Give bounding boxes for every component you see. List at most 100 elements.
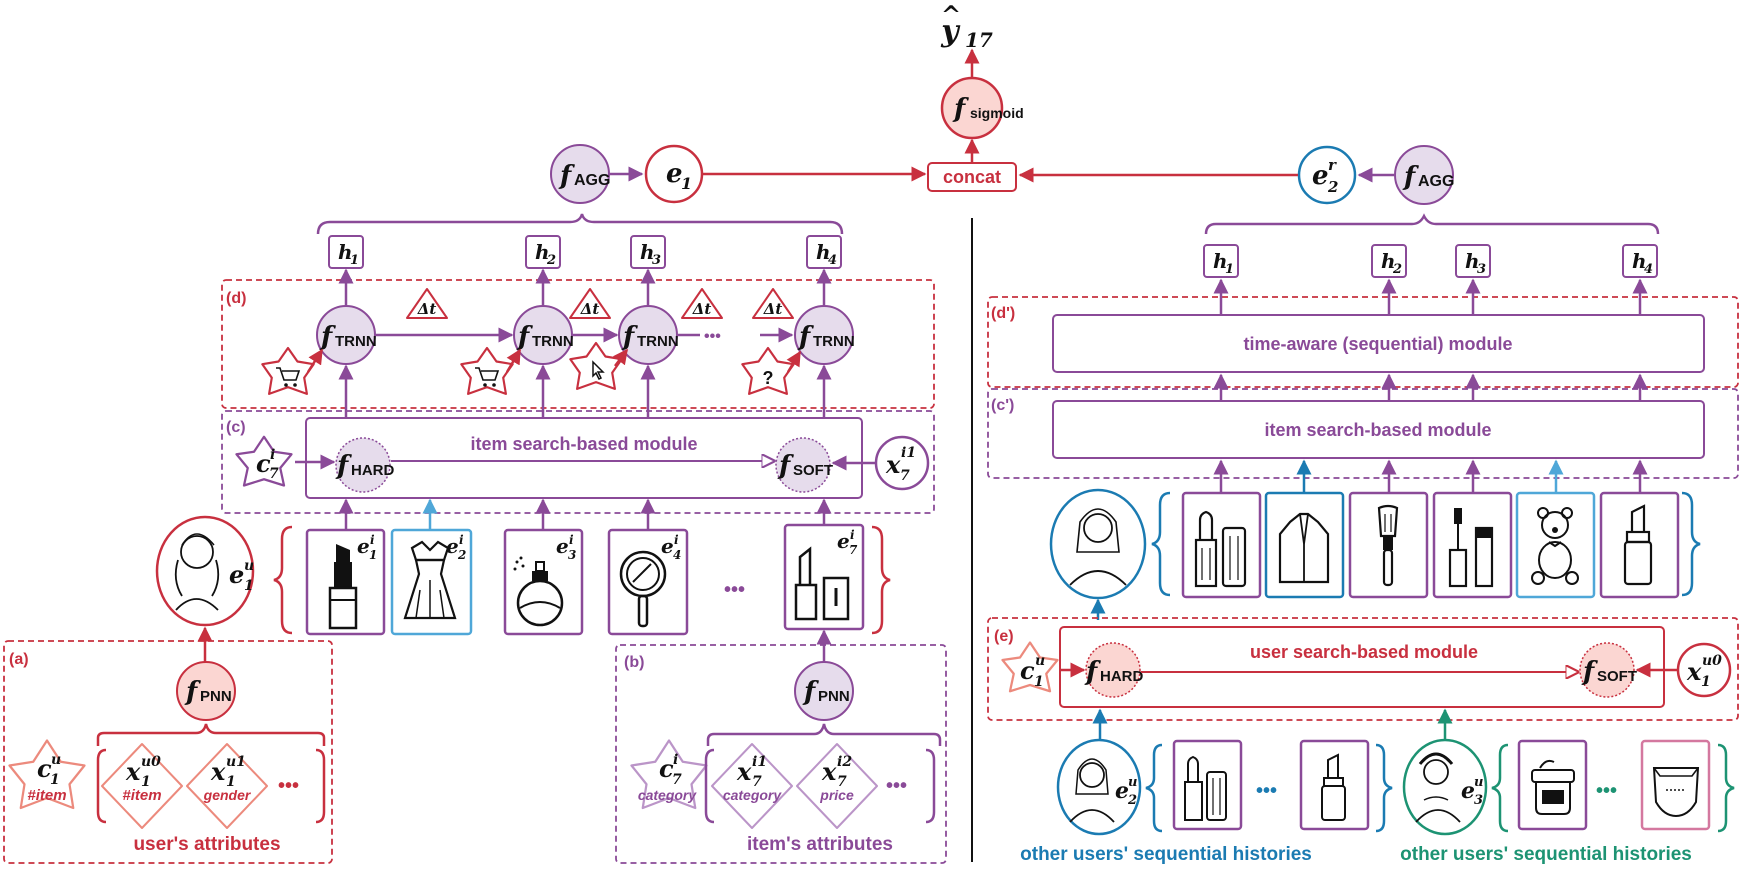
svg-text:i2: i2 — [837, 754, 852, 770]
svg-text:f: f — [797, 322, 814, 352]
output-hat: ^ — [941, 0, 961, 29]
svg-text:u0: u0 — [141, 754, 161, 770]
delta-t-3: Δt — [681, 288, 723, 319]
svg-text:concat: concat — [943, 167, 1001, 187]
svg-text:f: f — [516, 322, 533, 352]
history-lipstick-icon — [1172, 739, 1243, 831]
svg-text:1: 1 — [1225, 262, 1234, 277]
svg-text:h: h — [535, 240, 550, 264]
svg-text:f: f — [802, 677, 819, 707]
delta-t-4: Δt — [752, 288, 794, 319]
svg-text:h: h — [1465, 249, 1480, 273]
svg-text:4: 4 — [1644, 262, 1653, 277]
svg-text:#item: #item — [27, 787, 66, 804]
svg-text:#item: #item — [122, 787, 161, 804]
left-panel-c — [221, 410, 935, 514]
svg-text:e: e — [357, 534, 370, 558]
svg-text:e: e — [229, 560, 244, 589]
user-search-module-label: user search-based module — [1250, 642, 1478, 662]
svg-text:Δt: Δt — [763, 300, 783, 318]
history-diaper-icon — [1640, 739, 1711, 831]
svg-text:f: f — [1581, 657, 1598, 687]
svg-text:7: 7 — [849, 543, 858, 557]
svg-text:f: f — [1402, 162, 1419, 192]
svg-text:e: e — [556, 534, 569, 558]
svg-text:TRNN: TRNN — [637, 333, 679, 350]
history-caption-2: other users' sequential histories — [1400, 844, 1692, 865]
retrieved-mascara-icon — [1432, 491, 1513, 599]
svg-text:f: f — [319, 322, 336, 352]
svg-text:c: c — [1020, 656, 1035, 685]
svg-text:1: 1 — [681, 174, 692, 193]
star-click-icon — [569, 341, 623, 390]
svg-text:x: x — [736, 757, 752, 786]
svg-text:u1: u1 — [226, 754, 246, 770]
svg-text:i: i — [674, 533, 679, 547]
svg-text:3: 3 — [1474, 793, 1483, 808]
svg-text:SOFT: SOFT — [1597, 668, 1637, 685]
sigmoid-node: f sigmoid — [940, 76, 1024, 140]
star-cart-icon-2 — [460, 346, 514, 395]
right-panel-c — [987, 388, 1739, 479]
right-h3: h3 — [1455, 244, 1491, 278]
right-panel-d — [987, 296, 1739, 388]
svg-text:2: 2 — [1127, 793, 1137, 808]
retrieved-jacket-icon — [1264, 491, 1345, 599]
left-item-module-label: item search-based module — [470, 434, 697, 454]
left-h2: h2 — [525, 235, 561, 269]
svg-text:AGG: AGG — [574, 172, 610, 189]
svg-text:HARD: HARD — [1100, 668, 1143, 685]
svg-text:4: 4 — [828, 253, 837, 268]
svg-text:TRNN: TRNN — [335, 333, 377, 350]
svg-text:e: e — [1461, 778, 1475, 804]
right-h2: h2 — [1371, 244, 1407, 278]
svg-text:?: ? — [763, 368, 774, 388]
items-brace-left — [273, 525, 293, 635]
delta-t-1: Δt — [406, 288, 448, 319]
svg-text:i1: i1 — [901, 445, 916, 461]
svg-text:x: x — [885, 450, 901, 479]
history-1-ellipsis: ••• — [1256, 780, 1277, 802]
user-search-module — [1059, 626, 1665, 708]
svg-text:i: i — [673, 752, 678, 768]
svg-text:e: e — [661, 534, 674, 558]
svg-text:u0: u0 — [1702, 653, 1722, 669]
svg-text:e: e — [1115, 778, 1129, 804]
svg-text:f: f — [777, 451, 794, 481]
svg-text:u: u — [244, 558, 254, 574]
svg-text:i1: i1 — [752, 754, 767, 770]
svg-text:f: f — [621, 322, 638, 352]
svg-text:PNN: PNN — [200, 688, 232, 705]
svg-text:3: 3 — [1477, 262, 1486, 277]
left-item-search-module — [305, 417, 863, 499]
left-h1: h1 — [328, 235, 364, 269]
svg-text:2: 2 — [1327, 178, 1338, 196]
svg-text:x: x — [1686, 657, 1702, 686]
svg-text:i: i — [569, 533, 574, 547]
svg-text:Δt: Δt — [692, 300, 712, 318]
right-h4: h4 — [1622, 244, 1658, 278]
svg-text:e: e — [666, 159, 683, 189]
svg-text:category: category — [638, 787, 698, 803]
right-h1: h1 — [1203, 244, 1239, 278]
history-caption-1: other users' sequential histories — [1020, 844, 1312, 865]
svg-text:1: 1 — [50, 772, 60, 788]
